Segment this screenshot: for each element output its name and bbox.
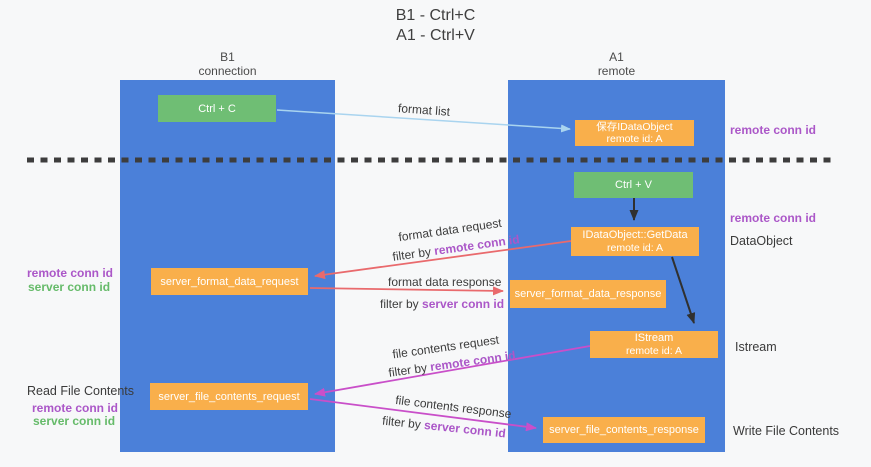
write-file-contents-note: Write File Contents — [733, 424, 840, 438]
left-bottom-remote-conn-id-note: remote conn id — [32, 401, 119, 415]
istream-line1: IStream — [634, 332, 674, 344]
server-format-data-request-node: server_format_data_request — [151, 268, 308, 295]
format-data-response-label: format data response — [388, 275, 502, 289]
saved-dataobject-line2: remote id: A — [606, 133, 663, 145]
right-top-remote-conn-id-note: remote conn id — [730, 123, 817, 137]
lane-a1-subtitle: remote — [597, 64, 636, 78]
server-file-contents-request-label: server_file_contents_request — [158, 390, 300, 403]
lane-b1-title: B1 — [220, 50, 235, 64]
idataobject-getdata-node: IDataObject::GetData remote id: A — [571, 227, 699, 256]
server-format-data-response-label: server_format_data_response — [514, 288, 662, 300]
format-data-request-arrow — [314, 240, 572, 280]
saved-dataobject-node: 保存IDataObject remote id: A — [575, 120, 694, 146]
format-list-arrow — [276, 109, 571, 133]
server-file-contents-request-node: server_file_contents_request — [150, 383, 308, 410]
file-contents-response-arrow — [309, 398, 537, 432]
ctrl-v-label: Ctrl + V — [615, 179, 652, 191]
getdata-line2: remote id: A — [606, 242, 664, 254]
lane-header-a1: A1 remote — [508, 50, 725, 78]
istream-node: IStream remote id: A — [590, 331, 718, 358]
saved-dataobject-line1: 保存IDataObject — [596, 121, 673, 133]
istream-note: Istream — [735, 340, 777, 354]
server-format-data-response-node: server_format_data_response — [510, 280, 666, 308]
server-file-contents-response-node: server_file_contents_response — [543, 417, 705, 443]
dataobject-note: DataObject — [730, 234, 793, 248]
server-conn-id-key: server conn id — [422, 297, 505, 311]
right-mid-remote-conn-id-note: remote conn id — [730, 211, 817, 225]
server-file-contents-response-label: server_file_contents_response — [549, 424, 699, 436]
ctrl-c-node: Ctrl + C — [158, 95, 276, 122]
read-file-contents-note: Read File Contents — [27, 384, 135, 398]
lane-a1-title: A1 — [609, 50, 624, 64]
filter-by-prefix: filter by — [380, 297, 419, 311]
server-format-data-request-label: server_format_data_request — [160, 275, 299, 288]
lane-b1-subtitle: connection — [198, 64, 257, 78]
getdata-to-istream-arrow — [671, 256, 696, 324]
ctrl-c-label: Ctrl + C — [198, 102, 236, 115]
format-data-response-filter-label: filter by server conn id — [380, 297, 504, 311]
ctrl-v-node: Ctrl + V — [574, 172, 693, 198]
file-contents-request-arrow — [314, 345, 591, 397]
left-mid-server-conn-id-note: server conn id — [28, 280, 111, 294]
left-mid-remote-conn-id-note: remote conn id — [27, 266, 114, 280]
getdata-line1: IDataObject::GetData — [582, 229, 688, 241]
format-data-response-arrow — [309, 286, 504, 296]
diagram-title: B1 - Ctrl+C A1 - Ctrl+V — [0, 6, 871, 46]
left-bottom-server-conn-id-note: server conn id — [33, 414, 116, 428]
lane-header-b1: B1 connection — [120, 50, 335, 78]
title-line-2: A1 - Ctrl+V — [396, 27, 475, 44]
istream-line2: remote id: A — [625, 345, 683, 357]
title-line-1: B1 - Ctrl+C — [395, 7, 476, 24]
